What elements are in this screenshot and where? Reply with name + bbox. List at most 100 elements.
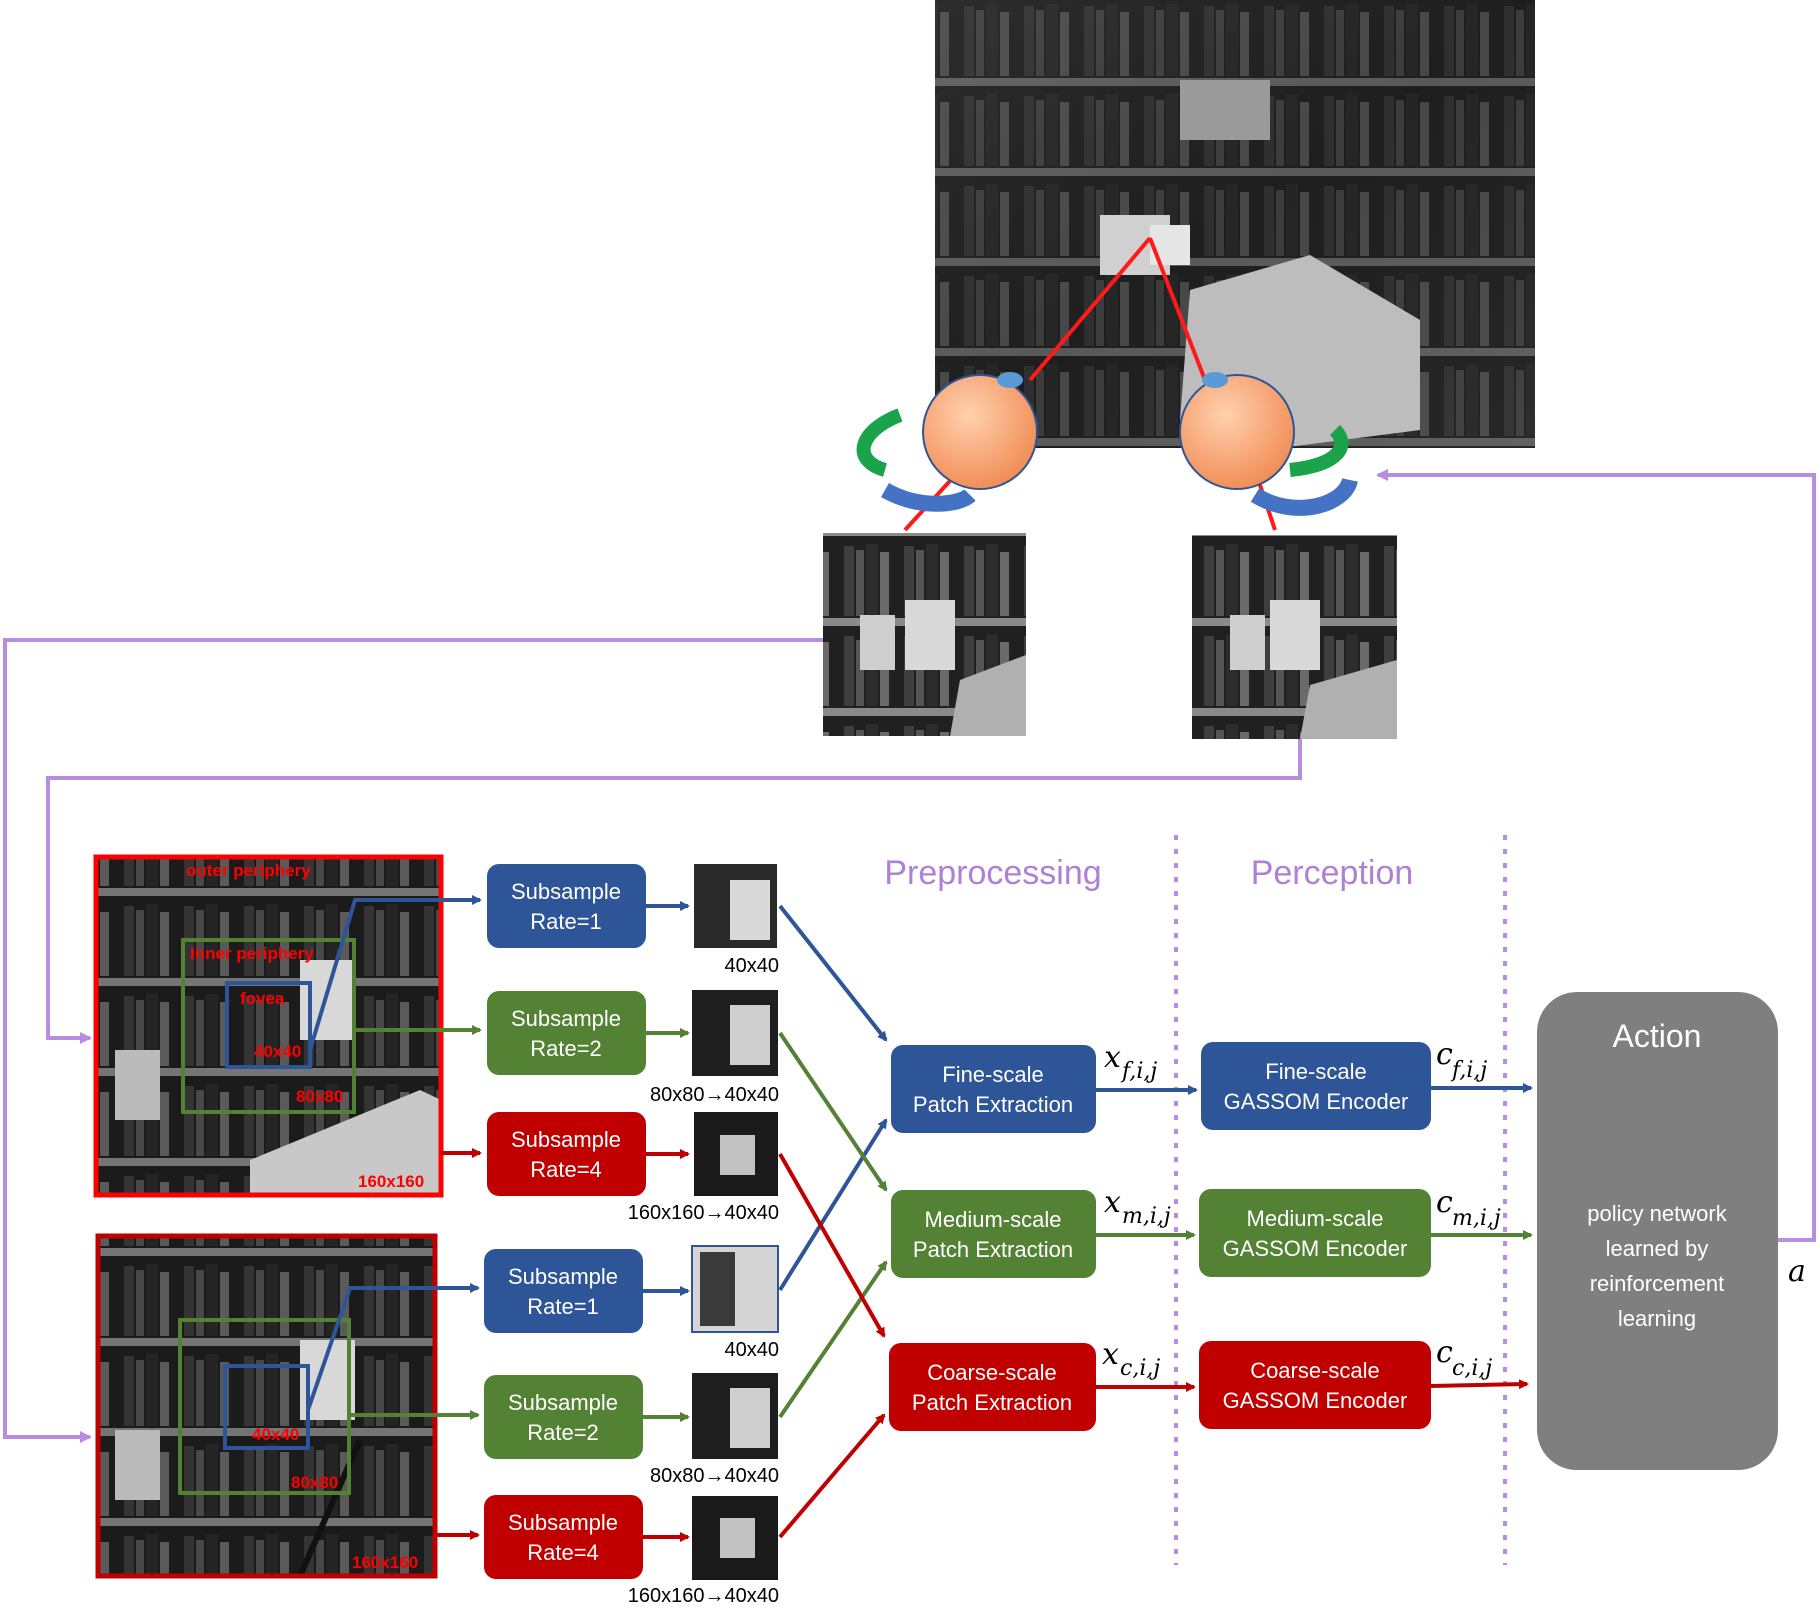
extraction-label-line1: Fine-scale	[942, 1062, 1043, 1087]
fovea-size-label: 40x40	[252, 1425, 299, 1444]
outer-size-label: 160x160	[358, 1172, 424, 1191]
medium-scale-gassom-encoder[interactable]: Medium-scale GASSOM Encoder	[1199, 1189, 1431, 1277]
inner-size-label: 80x80	[296, 1087, 343, 1106]
rotation-arrows-icon	[856, 408, 903, 477]
rate-label: Rate=1	[530, 909, 602, 934]
subsample-rate4-button[interactable]: Subsample Rate=4	[484, 1495, 643, 1579]
patch-size-label: 160x160→40x40	[628, 1202, 779, 1224]
right-eye-group	[1179, 372, 1358, 516]
patch-size-label: 40x40	[725, 955, 780, 977]
fovea-box	[225, 981, 312, 1069]
extraction-label-line1: Coarse-scale	[927, 1360, 1057, 1385]
patch-size-label: 40x40	[725, 1339, 780, 1361]
extraction-encoder-arrows	[1096, 1085, 1198, 1392]
c-subscript: f,i,j	[1450, 1058, 1487, 1083]
subsample-rate4-button[interactable]: Subsample Rate=4	[487, 1112, 646, 1196]
eyeball-icon	[922, 374, 1038, 490]
x-subscript: m,i,j	[1122, 1204, 1171, 1229]
fine-scale-gassom-encoder[interactable]: Fine-scale GASSOM Encoder	[1201, 1042, 1431, 1130]
patch-thumbnails	[691, 864, 779, 1580]
encoder-label-line1: Fine-scale	[1265, 1059, 1366, 1084]
x-symbol: x	[1104, 1185, 1121, 1220]
subsample-label: Subsample	[508, 1264, 618, 1289]
action-box[interactable]: Action policy network learned by reinfor…	[1537, 992, 1778, 1470]
medium-scale-patch-extraction[interactable]: Medium-scale Patch Extraction	[891, 1190, 1096, 1278]
x-symbol: x	[1104, 1040, 1121, 1075]
c-fine-label: c f,i,j	[1436, 1037, 1487, 1083]
subsample-rate2-button[interactable]: Subsample Rate=2	[487, 991, 646, 1075]
x-subscript: f,i,j	[1120, 1059, 1157, 1084]
coarse-scale-patch-extraction[interactable]: Coarse-scale Patch Extraction	[889, 1343, 1096, 1431]
fine-scale-patch-extraction[interactable]: Fine-scale Patch Extraction	[891, 1045, 1096, 1133]
right-roi-image: 40x40 80x80 160x160	[95, 1233, 438, 1579]
left-eye-view	[823, 533, 1026, 736]
subsample-label: Subsample	[508, 1390, 618, 1415]
rate-label: Rate=1	[527, 1294, 599, 1319]
subsample-label: Subsample	[511, 1006, 621, 1031]
outer-periphery-label: outer periphery	[186, 861, 311, 880]
inner-size-label: 80x80	[291, 1473, 338, 1492]
c-medium-label: c m,i,j	[1436, 1185, 1501, 1231]
left-roi-image: outer periphery Inner periphery fovea 40…	[93, 854, 444, 1198]
eyeball-icon	[1179, 374, 1295, 490]
inner-periphery-box	[178, 1318, 351, 1495]
left-eye-group	[856, 372, 1038, 512]
encoder-action-arrows	[1430, 1083, 1533, 1390]
inner-periphery-label: Inner periphery	[190, 944, 314, 963]
patch-size-label: 80x80→40x40	[650, 1465, 779, 1487]
extraction-label-line2: Patch Extraction	[912, 1390, 1072, 1415]
outer-periphery-box	[93, 854, 444, 1198]
scene-camera	[1180, 80, 1270, 140]
x-subscript: c,i,j	[1120, 1356, 1160, 1381]
subsample-rate2-button[interactable]: Subsample Rate=2	[484, 1375, 643, 1459]
fovea-size-label: 40x40	[254, 1042, 301, 1061]
c-symbol: c	[1436, 1037, 1453, 1072]
action-title: Action	[1613, 1018, 1702, 1054]
subsample-label: Subsample	[511, 879, 621, 904]
crossing-arrows	[778, 904, 888, 1539]
x-coarse-label: x c,i,j	[1102, 1337, 1160, 1381]
rotation-arrows-icon	[1289, 425, 1349, 477]
encoder-label-line1: Coarse-scale	[1250, 1358, 1380, 1383]
roi-arrows-1	[308, 895, 482, 1158]
action-body-line: learning	[1618, 1306, 1696, 1331]
action-body-line: learned by	[1606, 1236, 1709, 1261]
encoder-label-line2: GASSOM Encoder	[1223, 1236, 1408, 1261]
x-medium-label: x m,i,j	[1104, 1185, 1171, 1229]
encoder-label-line2: GASSOM Encoder	[1223, 1388, 1408, 1413]
outer-size-label: 160x160	[352, 1553, 418, 1572]
rate-label: Rate=2	[527, 1420, 599, 1445]
patch-size-label: 160x160→40x40	[628, 1585, 779, 1607]
c-subscript: c,i,j	[1452, 1356, 1492, 1381]
c-symbol: c	[1436, 1185, 1453, 1220]
action-body-line: policy network	[1587, 1201, 1727, 1226]
subsample-rate1-button[interactable]: Subsample Rate=1	[487, 864, 646, 948]
extraction-label-line2: Patch Extraction	[913, 1092, 1073, 1117]
fovea-label: fovea	[240, 989, 285, 1008]
subsample-patch-arrows	[643, 901, 690, 1542]
right-eye-view	[1192, 535, 1397, 739]
c-symbol: c	[1436, 1335, 1453, 1370]
subsample-rate1-button[interactable]: Subsample Rate=1	[484, 1249, 643, 1333]
x-symbol: x	[1102, 1337, 1119, 1372]
inner-periphery-box	[181, 938, 356, 1114]
patch-size-label: 80x80→40x40	[650, 1084, 779, 1106]
roi-arrows-2	[306, 1283, 480, 1540]
c-subscript: m,i,j	[1452, 1206, 1501, 1231]
action-variable: a	[1788, 1254, 1806, 1289]
encoder-label-line1: Medium-scale	[1247, 1206, 1384, 1231]
rate-label: Rate=2	[530, 1036, 602, 1061]
subsample-label: Subsample	[508, 1510, 618, 1535]
preprocessing-title: Preprocessing	[884, 854, 1101, 892]
rate-label: Rate=4	[530, 1157, 602, 1182]
outer-periphery-box	[95, 1233, 438, 1579]
subsample-label: Subsample	[511, 1127, 621, 1152]
encoder-label-line2: GASSOM Encoder	[1224, 1089, 1409, 1114]
rate-label: Rate=4	[527, 1540, 599, 1565]
x-fine-label: x f,i,j	[1104, 1040, 1157, 1084]
c-coarse-label: c c,i,j	[1436, 1335, 1492, 1381]
extraction-label-line2: Patch Extraction	[913, 1237, 1073, 1262]
extraction-label-line1: Medium-scale	[925, 1207, 1062, 1232]
coarse-scale-gassom-encoder[interactable]: Coarse-scale GASSOM Encoder	[1199, 1341, 1431, 1429]
